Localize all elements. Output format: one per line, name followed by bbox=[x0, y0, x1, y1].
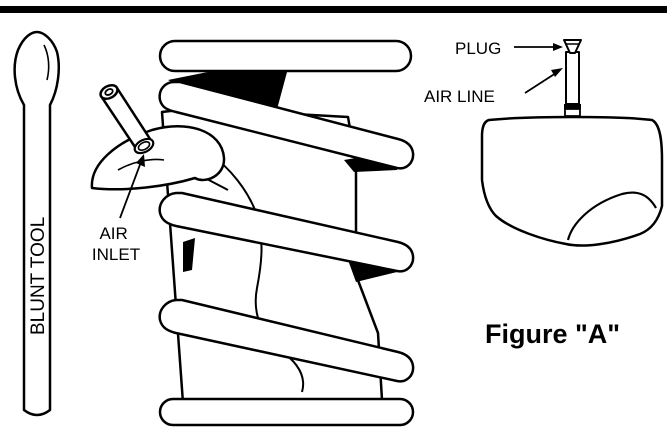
air-bag-body bbox=[480, 115, 664, 247]
air-line-label: AIR LINE bbox=[424, 87, 495, 106]
top-rule bbox=[0, 6, 667, 13]
air-bag-detail bbox=[480, 39, 664, 247]
plug-label: PLUG bbox=[455, 39, 501, 58]
air-inlet-label: AIR INLET bbox=[92, 224, 140, 264]
spring-assembly bbox=[90, 39, 415, 427]
blunt-tool-label: BLUNT TOOL bbox=[28, 217, 49, 335]
air-inlet-tube bbox=[99, 83, 155, 155]
air-inlet-housing bbox=[90, 124, 226, 191]
blunt-tool bbox=[13, 30, 60, 417]
spring-coil-1 bbox=[158, 80, 415, 170]
spring-coil-bottom bbox=[158, 397, 415, 427]
spring-coil-2 bbox=[158, 191, 415, 273]
spring-coil-top bbox=[158, 39, 413, 73]
air-line bbox=[565, 51, 580, 105]
figure-caption: Figure "A" bbox=[485, 319, 620, 349]
spring-coil-3 bbox=[158, 298, 415, 383]
